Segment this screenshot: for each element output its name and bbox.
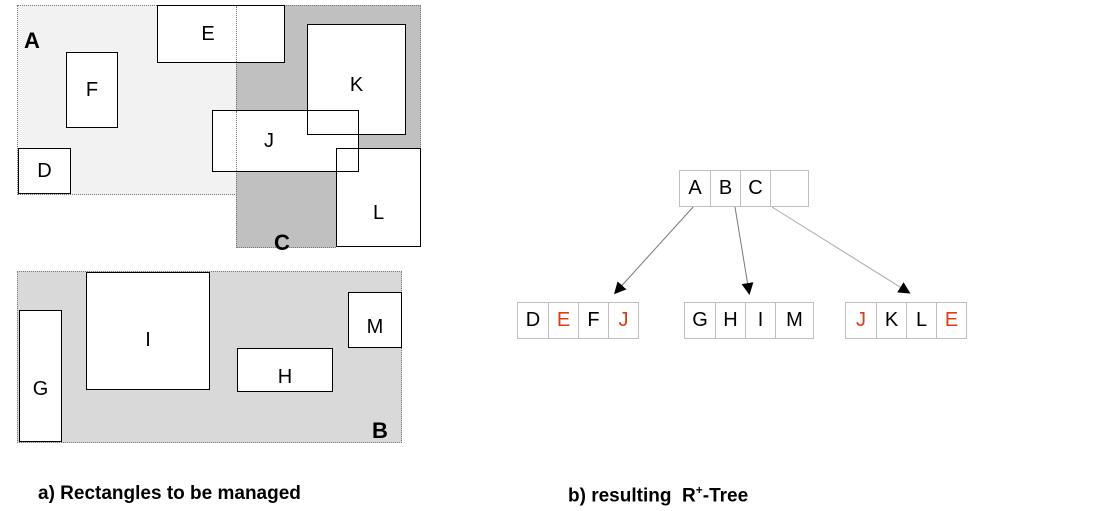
region-c-label: C xyxy=(274,230,290,255)
caption-right: b) resulting R+-Tree xyxy=(568,483,748,507)
root-entry: C xyxy=(740,171,770,206)
region-a-label: A xyxy=(24,28,40,53)
root-entry-empty xyxy=(770,171,808,206)
rect-f: F xyxy=(66,52,118,128)
rect-d: D xyxy=(18,148,71,194)
root-node: A B C xyxy=(679,170,809,207)
leaf-entry: J xyxy=(608,303,638,338)
rect-d-label: D xyxy=(37,159,52,182)
leaf-entry: G xyxy=(692,309,708,331)
caption-left: a) Rectangles to be managed xyxy=(38,483,301,504)
leaf-entry: K xyxy=(876,303,906,338)
edge-b xyxy=(734,206,754,295)
rect-g-label: G xyxy=(32,377,49,400)
rect-f-label: F xyxy=(85,78,99,101)
rect-j-label: J xyxy=(264,129,274,152)
caption-right-suffix: -Tree xyxy=(702,485,749,507)
edge-c xyxy=(771,206,911,294)
edge-a xyxy=(613,205,695,295)
rect-g: G xyxy=(19,310,62,442)
leaf-entry: J xyxy=(856,309,866,331)
leaf-entry: M xyxy=(775,303,813,338)
rect-m: M xyxy=(348,292,402,348)
rect-k-label: K xyxy=(349,73,364,96)
rect-i: I xyxy=(86,272,210,390)
rect-l-label: L xyxy=(372,201,385,224)
leaf-entry: I xyxy=(745,303,775,338)
root-entry: A xyxy=(688,177,702,199)
rect-m-label: M xyxy=(366,315,384,338)
root-entry: B xyxy=(710,171,740,206)
leaf-entry: E xyxy=(936,303,966,338)
leaf-entry: H xyxy=(715,303,745,338)
caption-right-sup: + xyxy=(695,483,703,497)
leaf-entry: D xyxy=(525,309,541,331)
leaf-entry: L xyxy=(906,303,936,338)
region-b-label: B xyxy=(372,418,388,443)
rect-i-label: I xyxy=(145,328,151,351)
leaf-entry: E xyxy=(548,303,578,338)
leaf-entry: F xyxy=(578,303,608,338)
rect-l-outline xyxy=(336,148,421,247)
rect-e-label: E xyxy=(201,22,215,45)
rect-h-label: H xyxy=(277,365,293,388)
rect-e: E xyxy=(157,5,285,63)
caption-right-prefix: b) resulting R xyxy=(568,485,696,507)
rect-h: H xyxy=(237,348,333,392)
rect-j: J xyxy=(212,110,359,172)
rect-k-outline xyxy=(307,24,406,135)
